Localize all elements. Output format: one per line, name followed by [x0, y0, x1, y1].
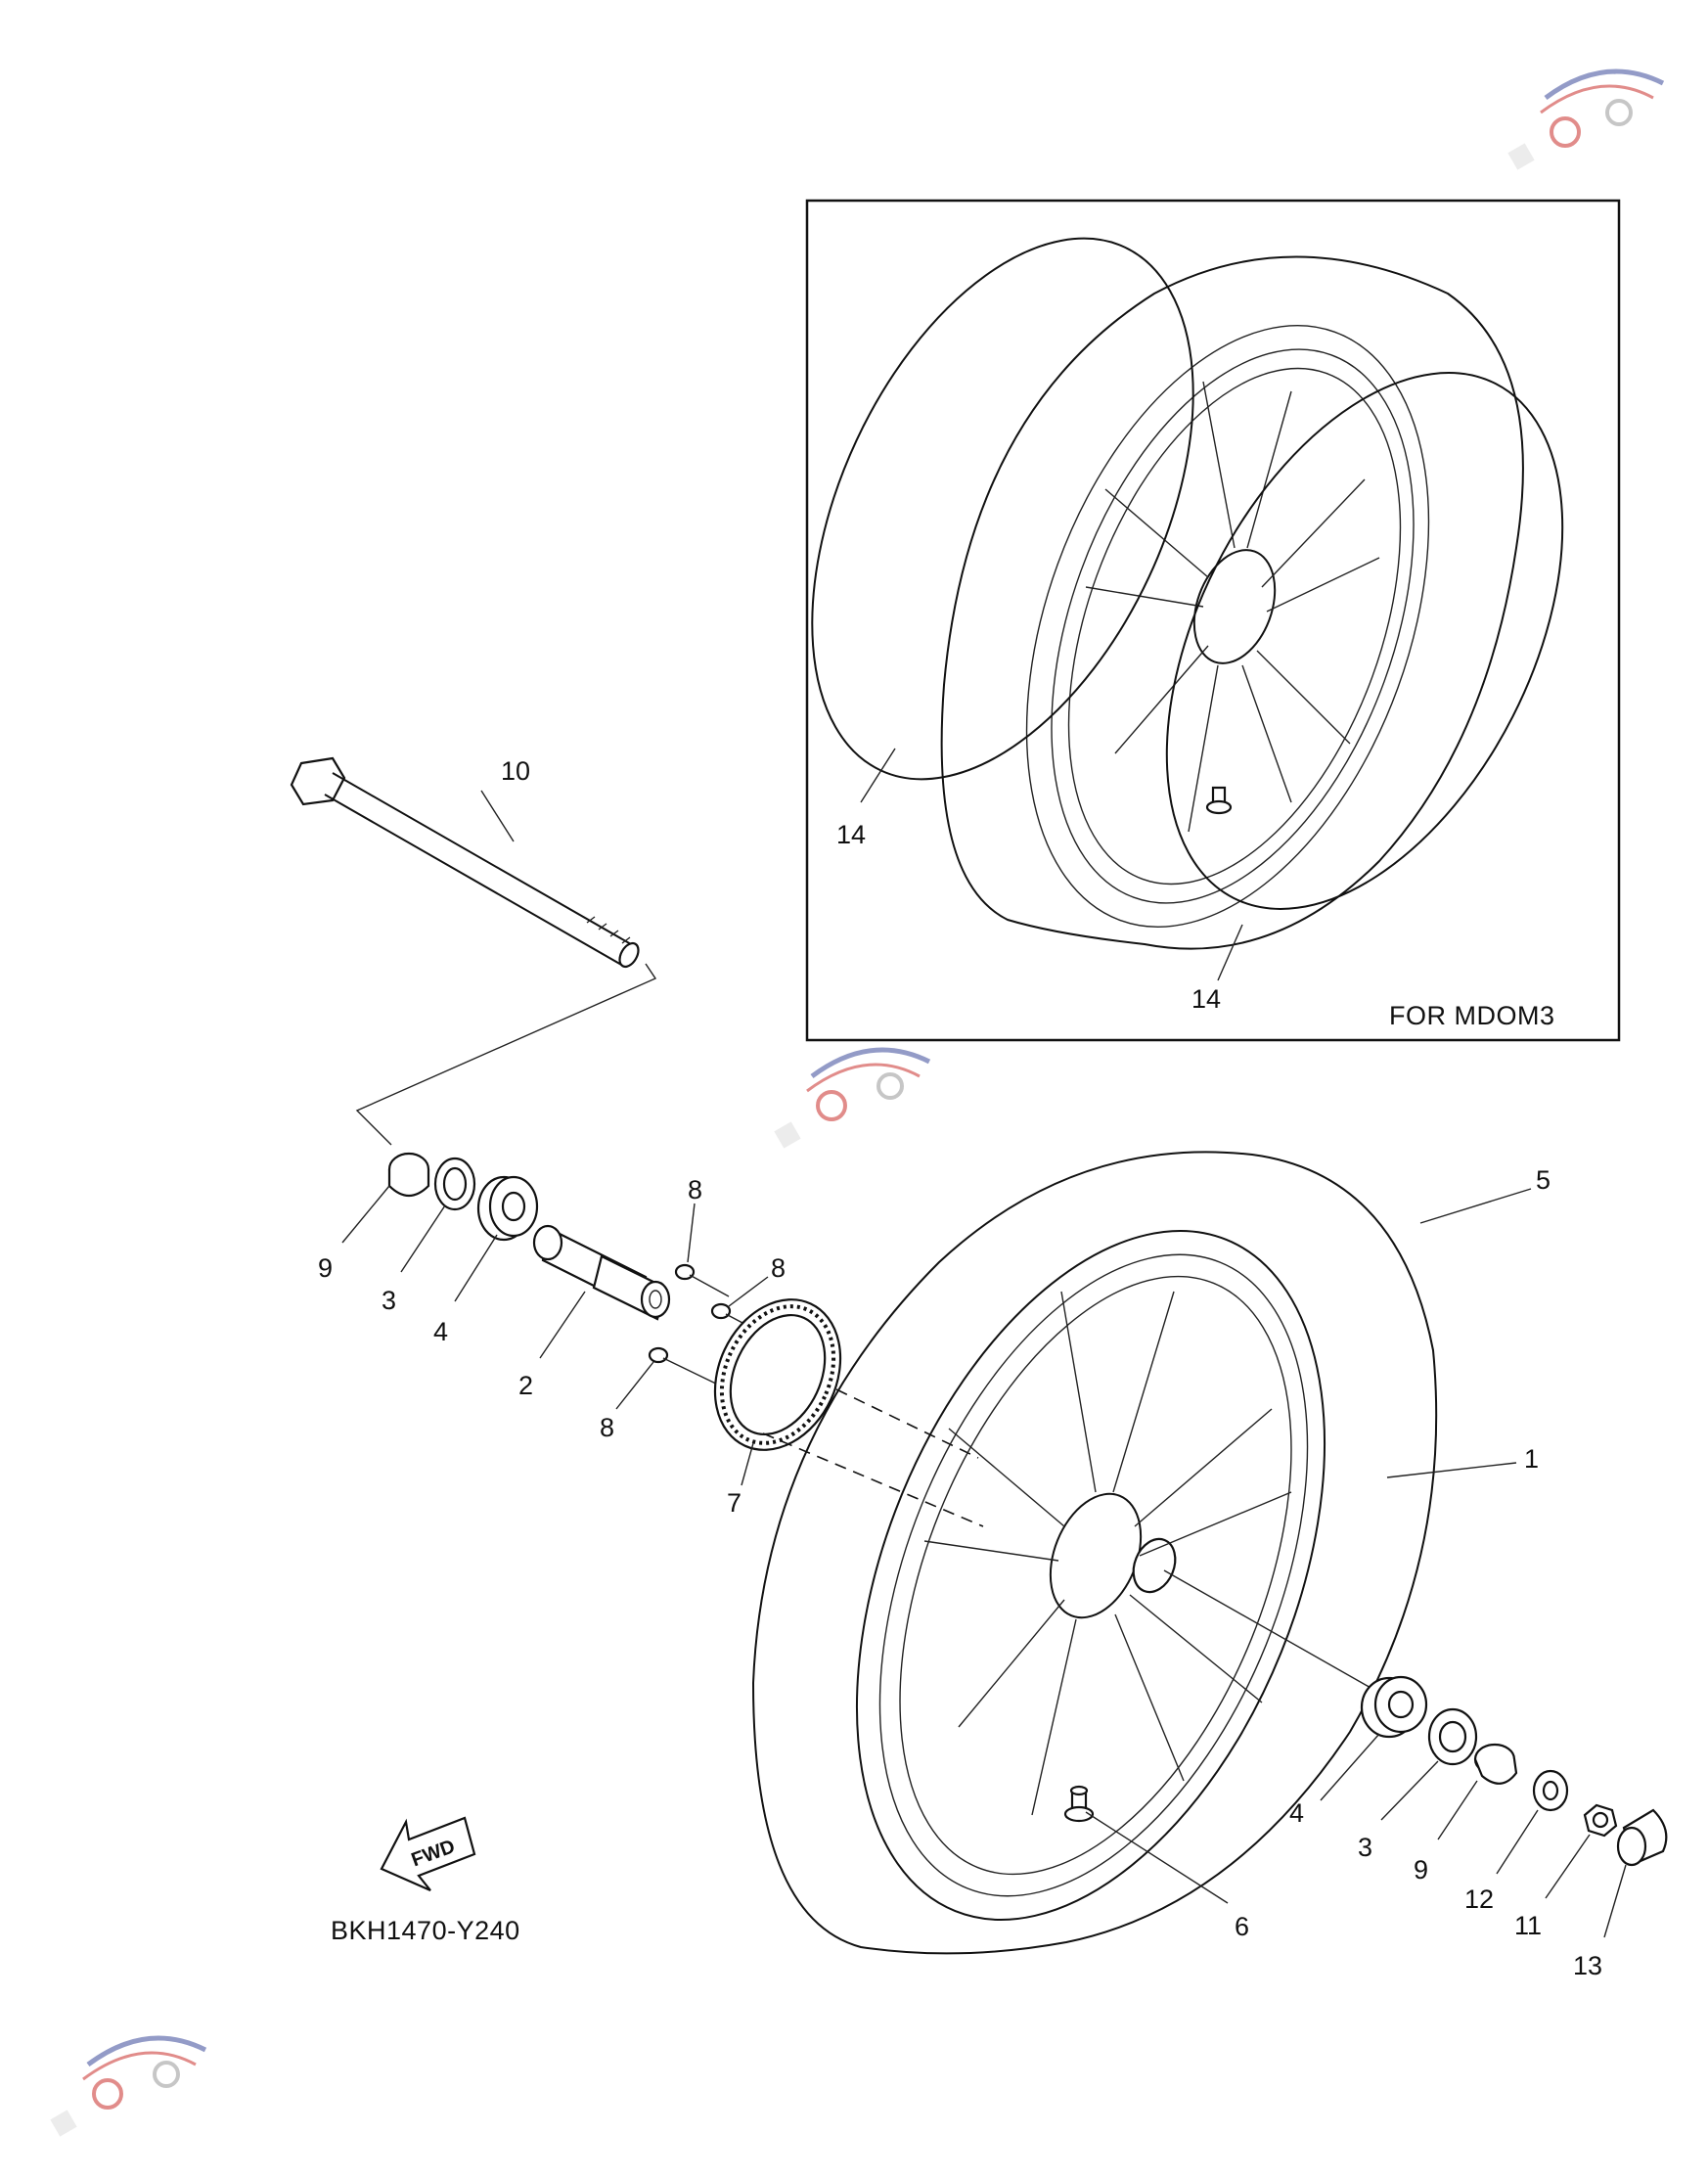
watermark-logo-top-right — [1507, 68, 1665, 170]
callout-9-left: 9 — [318, 1253, 333, 1283]
callout-2: 2 — [518, 1371, 533, 1400]
watermark-logo-middle — [774, 1047, 931, 1149]
axle-nut — [1583, 1803, 1618, 1838]
bearing-right — [1360, 1675, 1428, 1739]
screw-lower — [648, 1346, 725, 1388]
watermark-logo-bottom-left — [50, 2035, 207, 2137]
fwd-arrow-icon: FWD — [380, 1816, 476, 1892]
washer — [1532, 1769, 1569, 1812]
callout-8-top: 8 — [688, 1175, 702, 1204]
valve — [1063, 1785, 1095, 1823]
collar-right — [1473, 1743, 1518, 1785]
callout-14-left: 14 — [836, 820, 866, 849]
main-wheel — [751, 1151, 1438, 1955]
callout-9-right: 9 — [1414, 1855, 1428, 1885]
callout-3-left: 3 — [382, 1286, 396, 1315]
oil-seal-right — [1427, 1707, 1478, 1766]
callout-8-lower: 8 — [600, 1413, 614, 1442]
oil-seal-left — [433, 1157, 476, 1211]
callout-5: 5 — [1536, 1165, 1551, 1195]
callout-10: 10 — [501, 756, 530, 786]
callout-14-bottom: 14 — [1191, 984, 1221, 1014]
callout-6: 6 — [1235, 1912, 1249, 1941]
callout-12: 12 — [1464, 1885, 1494, 1914]
spacer-collar — [532, 1224, 671, 1321]
inset-frame — [805, 199, 1621, 1042]
callout-11: 11 — [1514, 1911, 1542, 1940]
o-ring-left — [811, 237, 1194, 781]
callout-1: 1 — [1524, 1444, 1539, 1474]
callout-7: 7 — [727, 1488, 742, 1518]
axle-bolt — [290, 756, 640, 969]
callout-3-right: 3 — [1358, 1833, 1372, 1862]
callout-4-left: 4 — [433, 1317, 448, 1346]
axle-cap — [1616, 1808, 1668, 1867]
collar-left — [387, 1152, 430, 1198]
inset-label: FOR MDOM3 — [1389, 1001, 1555, 1030]
callout-13: 13 — [1573, 1951, 1602, 1980]
diagram-code: BKH1470-Y240 — [331, 1916, 520, 1945]
callout-4-right: 4 — [1289, 1798, 1304, 1828]
callout-8-middle: 8 — [771, 1253, 786, 1283]
sensor-rotor — [713, 1298, 842, 1451]
screw-top — [674, 1263, 730, 1297]
bearing-left — [476, 1175, 539, 1242]
inset-wheel — [811, 237, 1564, 950]
o-ring-right — [1165, 372, 1564, 910]
